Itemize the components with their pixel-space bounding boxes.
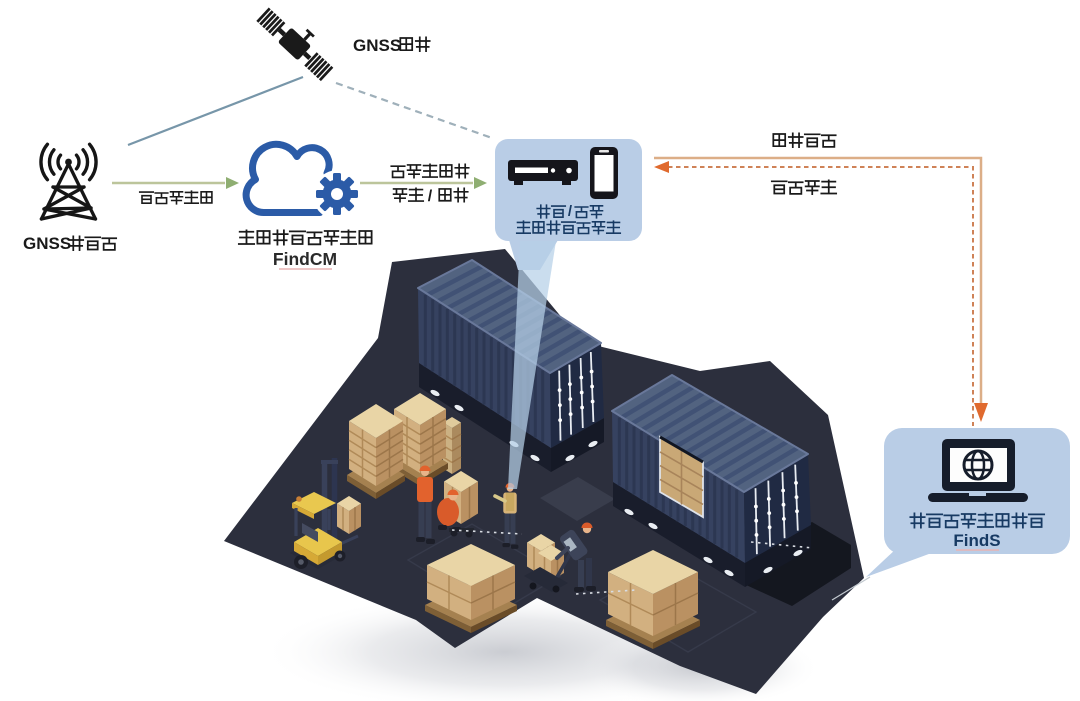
svg-text:GNSS: GNSS — [353, 36, 401, 55]
svg-text:FindCM: FindCM — [273, 249, 337, 269]
svg-text:/: / — [428, 188, 433, 205]
svg-text:FindS: FindS — [953, 531, 1000, 550]
svg-text:/: / — [568, 203, 573, 220]
svg-text:GNSS: GNSS — [23, 234, 71, 253]
